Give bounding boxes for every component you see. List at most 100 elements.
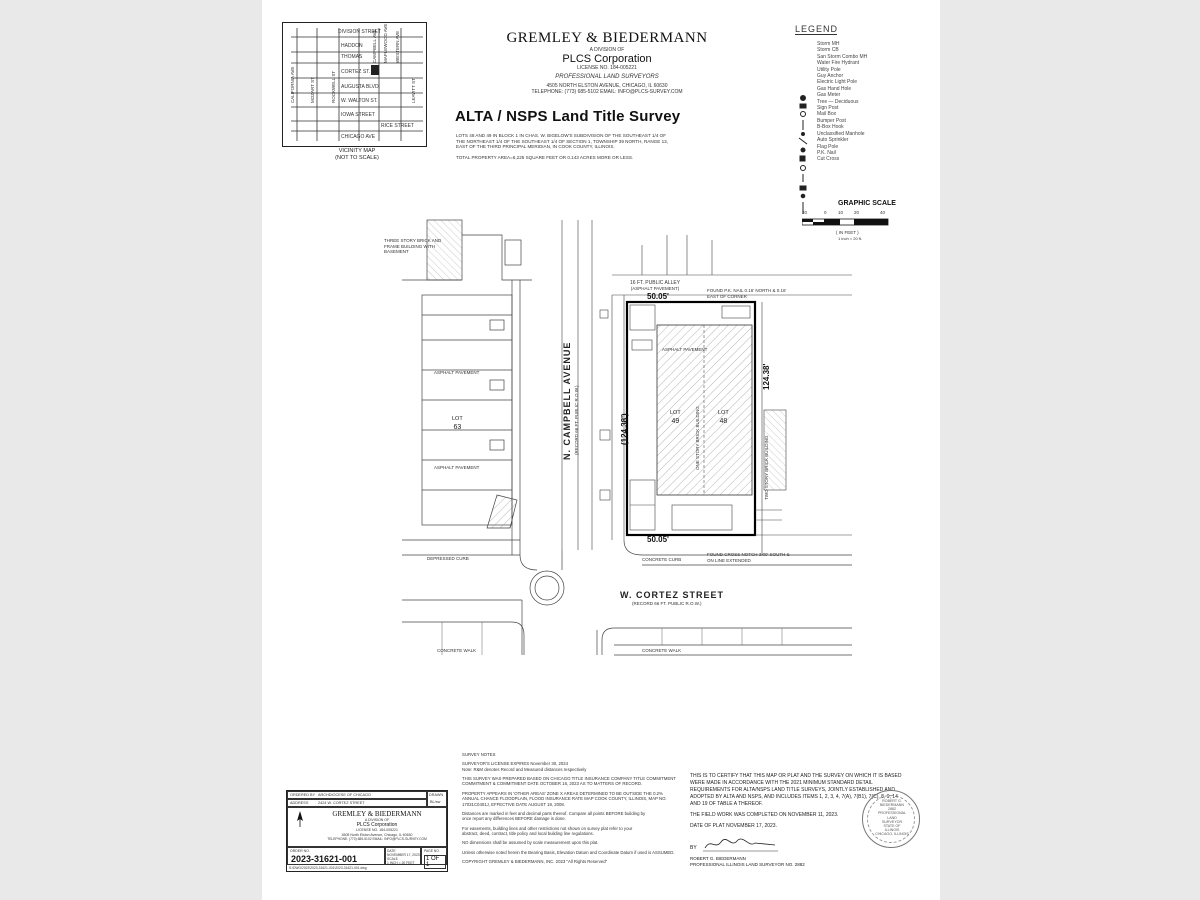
building-label: ONE STORY BRICK BUILDING — [695, 406, 700, 470]
scale-tick-1: 0 — [824, 210, 827, 215]
certificate-line: ADOPTED BY ALTA AND NSPS, AND INCLUDES I… — [690, 794, 898, 800]
vicinity-vertical-leavitt: LEAVITT ST — [411, 78, 416, 103]
north-arrow-icon — [296, 811, 304, 827]
legend-symbols — [798, 95, 808, 214]
title-header: GREMLEY & BIEDERMANN A DIVISION OF PLCS … — [442, 30, 772, 96]
survey-note: SURVEYOR'S LICENSE EXPIRES November 30, … — [462, 761, 569, 767]
survey-note: THIS SURVEY WAS PREPARED BASED ON CHICAG… — [462, 776, 676, 782]
vicinity-vertical-campbell: CAMPBELL AVE — [372, 29, 377, 63]
asphalt-label-3: ASPHALT PAVEMENT — [662, 347, 708, 352]
site-plan — [402, 219, 852, 656]
scale-ratio: 1 inch = 20 ft. — [838, 236, 863, 241]
survey-notes: SURVEY NOTES SURVEYOR'S LICENSE EXPIRES … — [462, 752, 702, 864]
survey-note: abstract, deed, contract, title policy a… — [462, 830, 594, 836]
legend-item: Storm CB — [817, 47, 839, 54]
scale-bar — [802, 218, 889, 226]
vicinity-vertical-rockwell: ROCKWELL ST — [331, 70, 336, 103]
scale-tick-4: 40 — [880, 210, 886, 215]
legend-title: LEGEND — [795, 24, 839, 35]
dimension-right: 124.38' — [762, 363, 771, 390]
survey-sheet: DIVISION STREET HADDON THOMAS CORTEZ ST.… — [262, 0, 940, 900]
vicinity-vertical-mozart: MOZART ST — [310, 77, 315, 103]
asphalt-label-2: ASPHALT PAVEMENT — [434, 465, 480, 470]
street-label-cortez: W. CORTEZ STREET — [620, 590, 725, 600]
legend-item: Electric Light Pole — [817, 79, 858, 86]
survey-note: Distances are marked in feet and decimal… — [462, 810, 646, 816]
certificate-line: THIS IS TO CERTIFY THAT THIS MAP OR PLAT… — [690, 773, 902, 779]
firm-corp: PLCS Corporation — [562, 53, 652, 66]
note-right-building: TWO STORY BRICK BUILDING — [764, 435, 769, 500]
lot-63-label: LOT 63 — [452, 416, 463, 432]
legend-item: Gas Hand Hole — [817, 85, 852, 92]
vicinity-street-augusta: AUGUSTA BLVD. — [341, 84, 381, 90]
survey-note: once report any differences BEFORE damag… — [462, 816, 566, 822]
legend-item: P.K. Nail — [817, 149, 836, 156]
asphalt-label-1: ASPHALT PAVEMENT — [434, 370, 480, 375]
note-pk-nail: FOUND P.K. NAIL 0.16' NORTH & 0.16' EAST… — [707, 288, 787, 299]
scale-tick-2: 10 — [838, 210, 844, 215]
survey-note: For easements, building lines and other … — [462, 825, 633, 831]
legend-item: Mail Box — [817, 111, 837, 118]
survey-note: COMMITMENT & COMMITMENT DATE OCTOBER 16,… — [462, 781, 643, 787]
vicinity-street-iowa: IOWA STREET — [341, 112, 375, 118]
concrete-walk-label-1: CONCRETE WALK — [437, 648, 477, 653]
vicinity-caption: VICINITY MAP (NOT TO SCALE) — [335, 148, 379, 162]
legend-item: Flag Pole — [817, 143, 839, 150]
vicinity-vertical-california: CALIFORNIA AVE — [290, 66, 295, 103]
vicinity-street-walton: W. WALTON ST. — [341, 98, 378, 104]
legend-item: B-Box Hook — [817, 124, 844, 131]
legend-item: Gas Meter — [817, 92, 841, 99]
street-label-cortez-row: (RECORD 66 FT. PUBLIC R.O.W.) — [632, 601, 702, 606]
vicinity-street-rice: RICE STREET — [381, 123, 415, 129]
vicinity-map-drawing — [291, 28, 423, 141]
firm-profession: PROFESSIONAL LAND SURVEYORS — [555, 73, 659, 80]
scale-title: GRAPHIC SCALE — [838, 200, 896, 207]
firm-address: 4505 NORTH ELSTON AVENUE, CHICAGO, IL 60… — [546, 83, 668, 89]
firm-division: A DIVISION OF — [589, 47, 625, 53]
legend-item: Bumper Post — [817, 117, 846, 124]
concrete-curb-label: CONCRETE CURB — [642, 557, 682, 562]
survey-note: COPYRIGHT GREMLEY & BIEDERMANN, INC. 202… — [462, 859, 608, 865]
concrete-walk-label-2: CONCRETE WALK — [642, 648, 682, 653]
legend-item: Sign Post — [817, 105, 839, 112]
legend-item: Guy Anchor — [817, 73, 844, 80]
vicinity-street-division: DIVISION STREET — [338, 29, 382, 35]
order-number: 2023-31621-001 — [291, 854, 358, 864]
survey-note: NO dimensions shall be assumed by scale … — [462, 840, 599, 846]
lot-49-label: LOT 49 — [670, 410, 681, 426]
dimension-left: (124.38') — [620, 413, 629, 445]
certificate-line: WERE MADE IN ACCORDANCE WITH THE 2021 MI… — [690, 780, 873, 786]
surveyor-seal: ROBERT G. BIEDERMANN 2882 PROFESSIONAL L… — [862, 790, 920, 848]
vicinity-street-cortez: CORTEZ ST. — [341, 69, 371, 75]
legend-item: San Storm Combo MH — [817, 53, 868, 60]
title-block: ORDERED BY ARCHDIOCESE OF CHICAGO ADDRES… — [286, 790, 448, 872]
dimension-bottom: 50.05' — [647, 535, 669, 544]
firm-license: LICENSE NO. 184-005221 — [577, 65, 637, 72]
survey-title: ALTA / NSPS Land Title Survey — [455, 108, 681, 125]
street-label-campbell: N. CAMPBELL AVENUE — [562, 341, 572, 460]
legend-item: Cut Cross — [817, 156, 840, 163]
signature — [702, 838, 778, 852]
legend-item: Water Fire Hydrant — [817, 60, 860, 67]
survey-note: PROPERTY APPEARS IN 'OTHER AREAS' ZONE X… — [462, 790, 663, 796]
legend-item: Utility Pole — [817, 66, 841, 73]
certificate-line: REQUIREMENTS FOR ALTA/NSPS LAND TITLE SU… — [690, 787, 895, 793]
legend-item: Unclassified Manhole — [817, 130, 865, 137]
lot-48-label: LOT 48 — [718, 410, 729, 426]
certificate-line: AND 19 OF TABLE A THEREOF. — [690, 801, 763, 807]
vicinity-vertical-maplewood: MAPLEWOOD AVE — [383, 23, 388, 63]
scale-unit: ( IN FEET ) — [836, 230, 859, 235]
firm-name: GREMLEY & BIEDERMANN — [506, 30, 708, 46]
vicinity-street-thomas: THOMAS — [341, 54, 363, 60]
street-label-campbell-row: (RECORD 66 FT. PUBLIC R.O.W.) — [574, 385, 579, 455]
legend-item: Auto Sprinkler — [817, 137, 849, 144]
scale-tick-3: 20 — [854, 210, 860, 215]
vicinity-map: DIVISION STREET HADDON THOMAS CORTEZ ST.… — [282, 22, 427, 147]
legend-item: Tree — Deciduous — [817, 98, 859, 105]
survey-note: Note: R&M denotes Record and Measured di… — [462, 766, 587, 772]
legend-item: Storm MH — [817, 41, 840, 47]
alley-label: 16 FT. PUBLIC ALLEY (ASPHALT PAVEMENT) — [630, 280, 681, 292]
vicinity-street-haddon: HADDON — [341, 43, 363, 49]
vicinity-street-chicago: CHICAGO AVE — [341, 134, 376, 140]
